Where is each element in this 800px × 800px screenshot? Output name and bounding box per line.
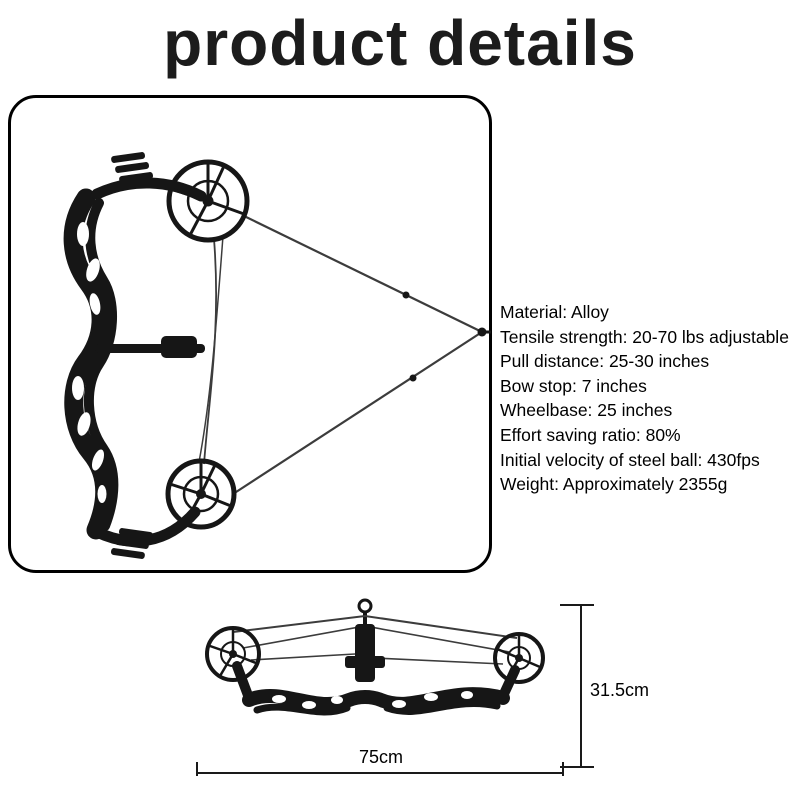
width-dimension-cap-left (196, 762, 198, 776)
width-dimension-cap-right (562, 762, 564, 776)
spec-list: Material: Alloy Tensile strength: 20-70 … (500, 300, 796, 497)
width-dimension-line (196, 772, 564, 774)
product-image-box (8, 95, 492, 573)
dimension-figure (186, 596, 568, 770)
spec-wheelbase: Wheelbase: 25 inches (500, 400, 673, 421)
spec-weight: Weight: Approximately 2355g (500, 474, 728, 495)
spec-velocity: Initial velocity of steel ball: 430fps (500, 449, 760, 470)
page-title: product details (163, 7, 637, 79)
spec-effort-ratio: Effort saving ratio: 80% (500, 424, 681, 445)
spec-material: Material: Alloy (500, 302, 609, 322)
spec-bow-stop: Bow stop: 7 inches (500, 375, 647, 396)
compound-bow-horizontal-image (205, 598, 545, 716)
height-dimension-cap-top (560, 604, 594, 606)
height-dimension-label: 31.5cm (590, 680, 650, 700)
height-dimension-line (580, 604, 582, 768)
spec-pull-distance: Pull distance: 25-30 inches (500, 351, 710, 372)
spec-tensile-strength: Tensile strength: 20-70 lbs adjustable (500, 326, 789, 347)
compound-bow-front-image (63, 152, 491, 559)
height-dimension-cap-bottom (560, 766, 594, 768)
width-dimension-label: 75cm (358, 747, 403, 767)
